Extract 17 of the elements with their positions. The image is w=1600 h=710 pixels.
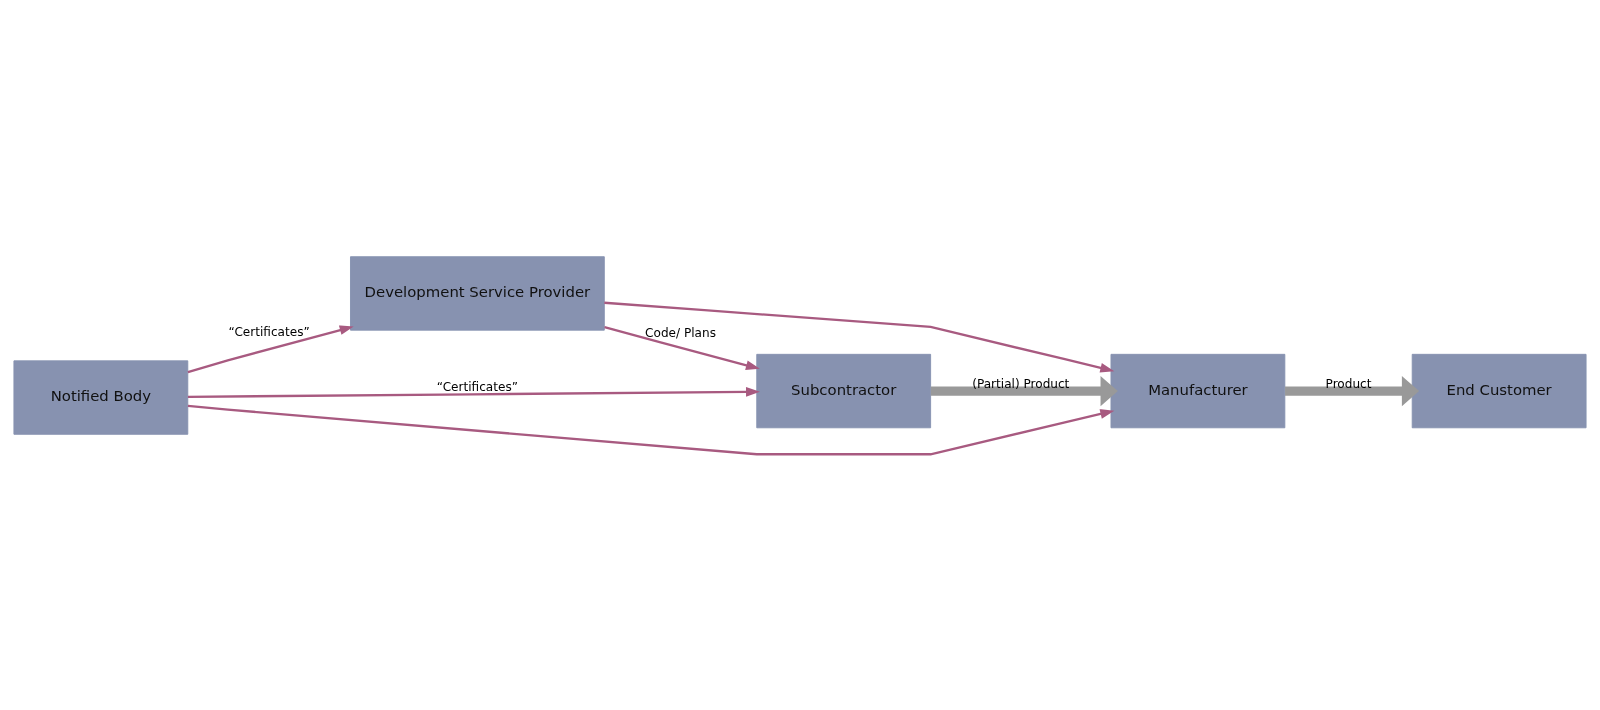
arrow <box>930 375 1118 406</box>
arrow <box>187 386 760 398</box>
node-box: Manufacturer <box>1110 353 1286 428</box>
arrow <box>1285 375 1420 406</box>
arrow <box>187 324 354 373</box>
arrow <box>604 301 1115 373</box>
edge-label: Product <box>1325 376 1372 391</box>
edge-label: “Certificates” <box>436 379 518 393</box>
edge-label: “Certificates” <box>228 324 310 339</box>
node-box: Subcontractor <box>756 353 932 428</box>
node-box: Development Service Provider <box>350 255 605 331</box>
arrow <box>604 325 760 370</box>
node-box: Notified Body <box>13 359 189 435</box>
edge-label: Code/ Plans <box>645 325 716 340</box>
node-box: End Customer <box>1411 353 1587 428</box>
arrow <box>187 404 1115 455</box>
edge-label: (Partial) Product <box>972 376 1070 391</box>
